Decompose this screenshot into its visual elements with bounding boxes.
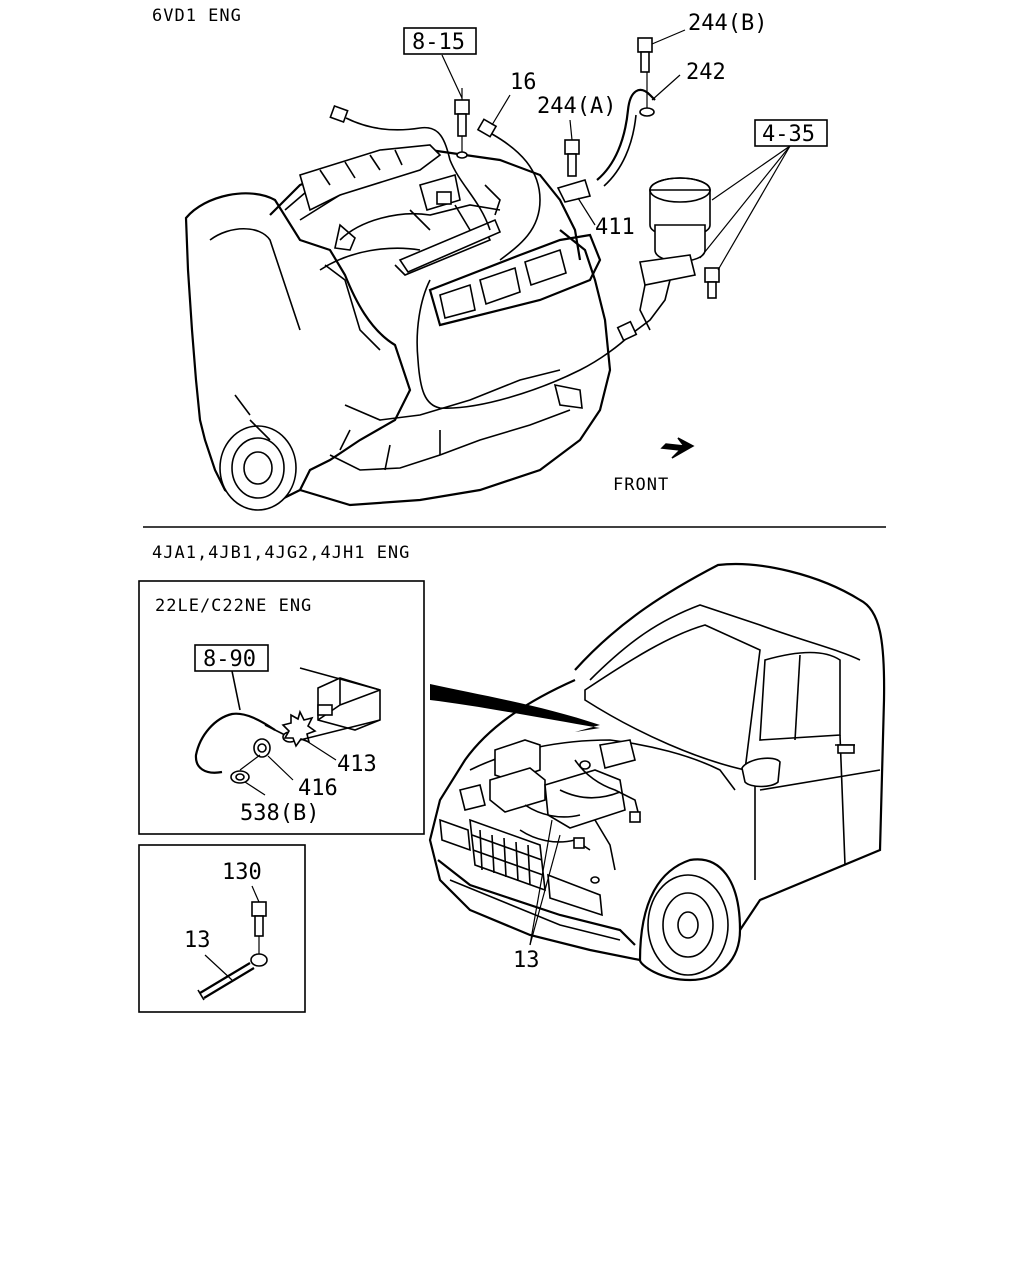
label-244a: 244(A) xyxy=(537,94,616,119)
label-244b: 244(B) xyxy=(688,11,767,36)
bolt-244b xyxy=(637,37,655,117)
ref-box-8-90 xyxy=(194,644,269,672)
ref-box-4-35 xyxy=(754,119,828,147)
engine-6vd1-illustration xyxy=(184,144,612,511)
label-413: 413 xyxy=(337,752,377,777)
header-22le-c22ne: 22LE/C22NE ENG xyxy=(155,596,312,616)
pointer-arrow-icon xyxy=(430,684,600,732)
front-wheel xyxy=(647,874,729,976)
label-242: 242 xyxy=(686,60,726,85)
label-13-inset: 13 xyxy=(184,928,211,953)
leaders-top xyxy=(441,29,791,271)
inset-bolt-130 xyxy=(138,844,306,1013)
front-arrow-icon xyxy=(660,437,695,459)
ref-8-90: 8-90 xyxy=(203,647,256,672)
label-13-truck: 13 xyxy=(513,948,540,973)
label-416: 416 xyxy=(298,776,338,801)
label-411: 411 xyxy=(595,215,635,240)
ref-4-35: 4-35 xyxy=(762,122,815,147)
hose-242 xyxy=(596,88,656,187)
bolt-244a xyxy=(556,139,592,203)
bolt-130 xyxy=(197,885,268,1001)
ref-8-15: 8-15 xyxy=(412,30,465,55)
label-16: 16 xyxy=(510,70,537,95)
leader-538b xyxy=(244,781,266,796)
truck-illustration xyxy=(428,562,886,982)
label-front: FRONT xyxy=(613,475,669,495)
leader-13-a xyxy=(529,819,553,946)
header-6vd1: 6VD1 ENG xyxy=(152,6,242,26)
leader-13-b xyxy=(529,834,561,946)
header-4j-engines: 4JA1,4JB1,4JG2,4JH1 ENG xyxy=(152,543,410,563)
side-mirror xyxy=(741,757,781,788)
bolt-8-15 xyxy=(454,88,470,159)
label-130: 130 xyxy=(222,860,262,885)
harness-16 xyxy=(329,104,671,409)
leader-416 xyxy=(267,755,294,781)
nut-416 xyxy=(253,738,271,758)
bracket-411 xyxy=(556,179,592,203)
canister-4-35 xyxy=(639,177,720,331)
inset-22le-c22ne xyxy=(138,580,425,835)
label-538b: 538(B) xyxy=(240,801,319,826)
ref-box-8-15 xyxy=(403,27,477,55)
ground-cable-inset xyxy=(194,667,381,784)
leader-413 xyxy=(304,739,337,761)
